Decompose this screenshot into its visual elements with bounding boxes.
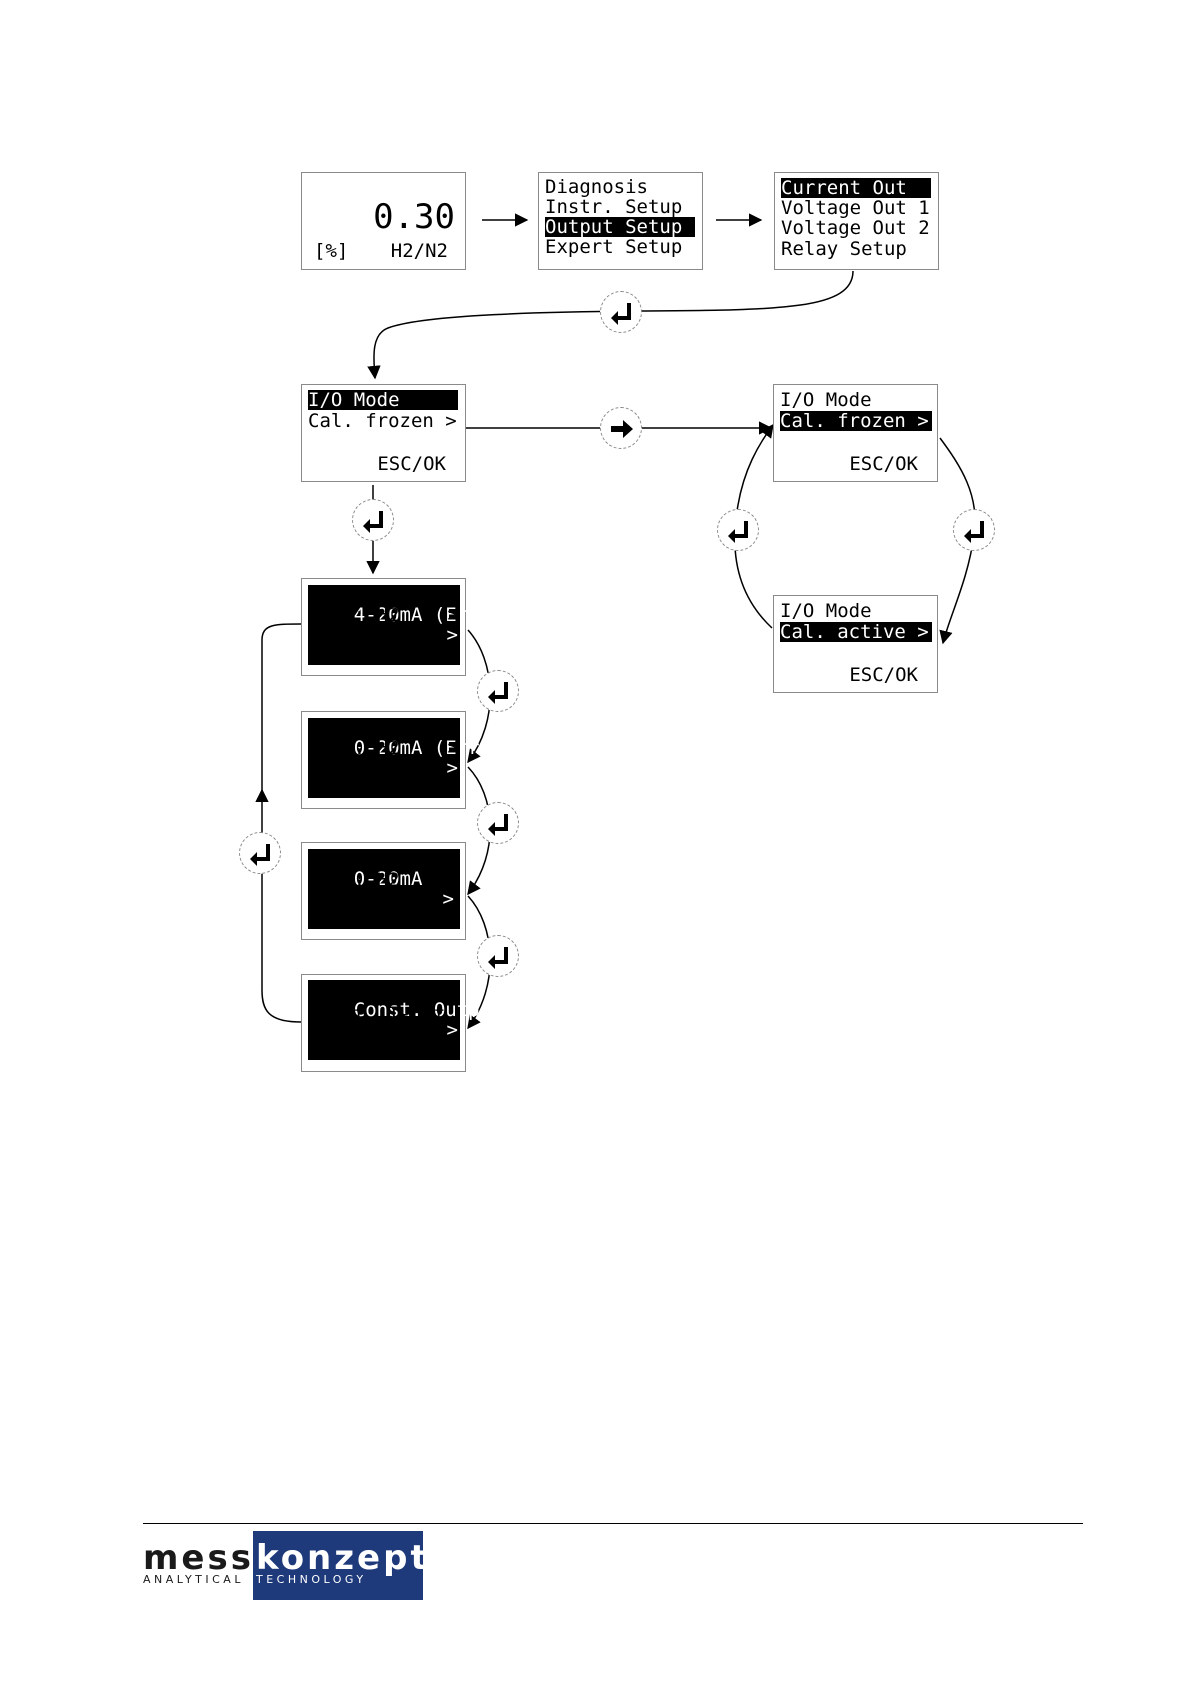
- curve-active-to-frozen: [734, 423, 774, 629]
- channel-arrow[interactable]: >: [447, 737, 459, 759]
- main-menu-screen: Diagnosis Instr. Setup Output Setup Expe…: [538, 172, 703, 270]
- cal-frozen-option-selected[interactable]: Cal. frozen >: [780, 411, 932, 431]
- unit-label: [%]: [314, 240, 349, 262]
- enter-key-icon: [477, 802, 519, 844]
- esc-ok-label: ESC/OK: [388, 910, 457, 932]
- loop-const-to-4-20: [255, 788, 302, 1023]
- mode-0-20-err-title[interactable]: 0-20mA (Err) >: [308, 718, 491, 798]
- channel-label: Ch.5: H2: [308, 737, 400, 759]
- menu-item-expert-setup[interactable]: Expert Setup: [545, 236, 683, 258]
- mode-title-text: 4-20mA (Err): [353, 604, 492, 626]
- mode-4-20-err-title[interactable]: 4-20mA (Err) >: [308, 585, 491, 665]
- menu-item-voltage-out-2[interactable]: Voltage Out 2: [781, 217, 930, 239]
- esc-ok-label: ESC/OK: [849, 664, 918, 686]
- io-mode-frozen-screen: I/O Mode Cal. frozen > ESC/OK: [773, 384, 938, 482]
- cal-frozen-option[interactable]: Cal. frozen >: [308, 410, 457, 432]
- io-mode-screen: I/O Mode Cal. frozen > ESC/OK: [301, 384, 466, 482]
- loop-top-segment: [261, 623, 302, 790]
- submenu-arrow: >: [442, 888, 454, 910]
- measurement-screen: 0.30 [%] H2/N2: [301, 172, 466, 270]
- esc-ok-label: ESC/OK: [390, 645, 459, 667]
- submenu-arrow: >: [446, 1019, 458, 1041]
- io-mode-title: I/O Mode: [780, 600, 872, 622]
- channel-arrow[interactable]: >: [447, 604, 459, 626]
- logo-text-mess: mess: [143, 1538, 254, 1578]
- enter-key-icon: [477, 670, 519, 712]
- channel-label: Ch.5: H2: [308, 869, 400, 891]
- io-mode-title: I/O Mode: [780, 389, 872, 411]
- curve-output-to-iomode: [367, 270, 854, 380]
- esc-ok-label: ESC/OK: [390, 779, 459, 801]
- right-arrow-key-icon: [600, 407, 642, 449]
- channel-arrow[interactable]: >: [442, 869, 454, 891]
- footer-rule: [143, 1523, 1083, 1524]
- menu-item-current-out[interactable]: Current Out: [781, 178, 931, 198]
- io-mode-active-screen: I/O Mode Cal. active > ESC/OK: [773, 595, 938, 693]
- channel-label: Ch.5: H2: [308, 604, 400, 626]
- logo-sub-technology: TECHNOLOGY: [256, 1573, 367, 1586]
- menu-item-relay-setup[interactable]: Relay Setup: [781, 238, 907, 260]
- esc-ok-label: ESC/OK: [849, 453, 918, 475]
- menu-item-output-setup[interactable]: Output Setup: [545, 217, 695, 237]
- logo-text-konzept: konzept: [256, 1538, 430, 1578]
- gas-label: H2/N2: [390, 240, 448, 262]
- enter-key-icon: [600, 291, 642, 333]
- enter-key-icon: [477, 935, 519, 977]
- menu-item-voltage-out-1[interactable]: Voltage Out 1: [781, 197, 930, 219]
- menu-item-diagnosis[interactable]: Diagnosis: [545, 176, 648, 198]
- enter-key-icon: [953, 509, 995, 551]
- logo-blue-box: [253, 1531, 423, 1600]
- enter-key-icon: [352, 499, 394, 541]
- mode-title-text: 0-20mA: [353, 868, 423, 890]
- mode-title-text: Const. Outp.: [353, 999, 492, 1021]
- logo-sub-analytical: ANALYTICAL: [143, 1573, 244, 1586]
- submenu-arrow: >: [446, 624, 458, 646]
- mode-0-20-title[interactable]: 0-20mA >: [308, 849, 460, 929]
- mode-const-screen: Const. Outp. > Const. I-Out ESC/OK: [301, 974, 491, 1072]
- mode-0-20-screen: 0-20mA > Ch.5: H2 > ESC/OK: [301, 842, 466, 940]
- output-menu-screen: Current Out Voltage Out 1 Voltage Out 2 …: [774, 172, 939, 270]
- mode-0-20-err-screen: 0-20mA (Err) > Ch.5: H2 > ESC/OK: [301, 711, 491, 809]
- const-i-out-label: Const. I-Out: [308, 1003, 446, 1025]
- measured-value: 0.30: [373, 197, 455, 237]
- io-mode-title[interactable]: I/O Mode: [308, 390, 458, 410]
- submenu-arrow: >: [446, 757, 458, 779]
- mode-title-text: 0-20mA (Err): [353, 737, 492, 759]
- enter-key-icon: [239, 832, 281, 874]
- esc-ok-label: ESC/OK: [388, 1040, 457, 1062]
- menu-item-instr-setup[interactable]: Instr. Setup: [545, 196, 683, 218]
- mode-const-title[interactable]: Const. Outp. >: [308, 980, 491, 1060]
- mode-4-20-err-screen: 4-20mA (Err) > Ch.5: H2 > Error I-Out ES…: [301, 578, 491, 676]
- esc-ok-label: ESC/OK: [377, 453, 446, 475]
- cal-active-option-selected[interactable]: Cal. active >: [780, 622, 932, 642]
- error-i-out-label: Error I-Out: [308, 624, 434, 646]
- enter-key-icon: [717, 509, 759, 551]
